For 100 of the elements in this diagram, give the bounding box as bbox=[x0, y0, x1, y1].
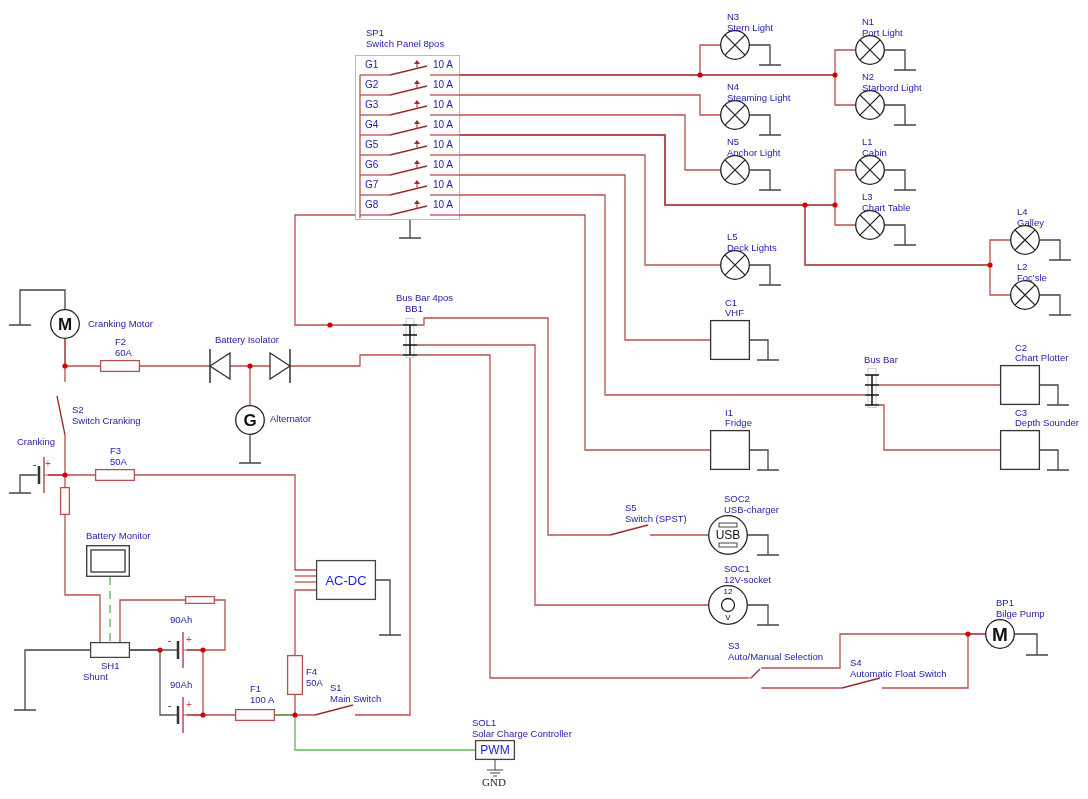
component-label: Cranking bbox=[17, 437, 56, 447]
wire bbox=[459, 74, 856, 106]
switch-label: G1 bbox=[365, 60, 379, 70]
wire bbox=[274, 714, 476, 751]
symbol-text: M bbox=[992, 624, 1008, 644]
component-label: Switch (SPST) bbox=[625, 514, 687, 524]
symbol-text: V bbox=[725, 614, 731, 622]
ground-label: GND bbox=[482, 777, 506, 787]
component-label: 60A bbox=[115, 348, 132, 358]
wire bbox=[186, 714, 236, 716]
component-label: 90Ah bbox=[170, 680, 193, 690]
component-label: Battery Isolator bbox=[215, 335, 279, 345]
component-label: F3 bbox=[110, 446, 122, 456]
component-label: L5 bbox=[727, 232, 738, 242]
component-label: Deck Lights bbox=[727, 243, 777, 253]
component-label: Switch Cranking bbox=[72, 416, 141, 426]
polarity-sign: - bbox=[33, 460, 37, 470]
wire bbox=[249, 382, 251, 406]
wire bbox=[649, 534, 709, 536]
wire bbox=[416, 317, 611, 536]
component-label: Main Switch bbox=[330, 694, 382, 704]
wire bbox=[119, 599, 186, 643]
component-label: Anchor Light bbox=[727, 148, 781, 158]
component-label: BB1 bbox=[405, 304, 423, 314]
component-label: Stern Light bbox=[727, 23, 773, 33]
switch-label: 10 A bbox=[433, 80, 454, 90]
symbol-text: G bbox=[243, 411, 257, 429]
component-label: SOC2 bbox=[724, 494, 750, 504]
component-label: SP1 bbox=[366, 28, 384, 38]
switch-label: 10 A bbox=[433, 200, 454, 210]
component-label: L4 bbox=[1017, 207, 1028, 217]
wire bbox=[881, 633, 986, 689]
component-label: 90Ah bbox=[170, 615, 193, 625]
switch-label: G4 bbox=[365, 120, 379, 130]
component-label: USB-charger bbox=[724, 505, 779, 515]
wire bbox=[459, 134, 1011, 296]
wire bbox=[878, 384, 1001, 386]
component-label: F2 bbox=[115, 337, 127, 347]
component-label: L2 bbox=[1017, 262, 1028, 272]
symbol-text: USB bbox=[715, 529, 741, 541]
component-label: Solar Charge Controller bbox=[472, 729, 572, 739]
switch-label: G7 bbox=[365, 180, 379, 190]
component-label: Switch Panel 8pos bbox=[366, 39, 445, 49]
component-label: 50A bbox=[306, 678, 323, 688]
component-label: C1 bbox=[725, 298, 738, 308]
switch-label: 10 A bbox=[433, 120, 454, 130]
component-label: Depth Sounder bbox=[1015, 418, 1079, 428]
component-label: S3 bbox=[728, 641, 740, 651]
switch-label: G8 bbox=[365, 200, 379, 210]
component-label: Foc'sle bbox=[1017, 273, 1047, 283]
switch-label: 10 A bbox=[433, 60, 454, 70]
wire bbox=[878, 404, 1001, 451]
component-label: S5 bbox=[625, 503, 637, 513]
component-label: Starbord Light bbox=[862, 83, 922, 93]
polarity-sign: - bbox=[168, 636, 172, 646]
component-label: BP1 bbox=[996, 598, 1014, 608]
component-label: N4 bbox=[727, 82, 740, 92]
polarity-sign: + bbox=[45, 459, 51, 469]
wire bbox=[761, 687, 843, 689]
wire bbox=[459, 114, 721, 171]
polarity-sign: + bbox=[186, 700, 192, 710]
component-label: N1 bbox=[862, 17, 875, 27]
wire bbox=[459, 194, 866, 396]
switch-label: 10 A bbox=[433, 160, 454, 170]
switch-label: G6 bbox=[365, 160, 379, 170]
component-label: L3 bbox=[862, 192, 873, 202]
component-label: Chart Plotter bbox=[1015, 353, 1069, 363]
wire bbox=[416, 354, 749, 679]
component-label: F1 bbox=[250, 684, 262, 694]
component-label: N5 bbox=[727, 137, 740, 147]
component-label: Fridge bbox=[725, 418, 752, 428]
component-label: S2 bbox=[72, 405, 84, 415]
component-label: Cranking Motor bbox=[88, 319, 153, 329]
component-label: N3 bbox=[727, 12, 740, 22]
component-label: 100 A bbox=[250, 695, 275, 705]
switch-label: G5 bbox=[365, 140, 379, 150]
wire bbox=[459, 94, 721, 116]
wire bbox=[64, 514, 101, 643]
wire bbox=[129, 649, 176, 716]
component-label: 50A bbox=[110, 457, 127, 467]
component-label: Galley bbox=[1017, 218, 1044, 228]
component-label: SOL1 bbox=[472, 718, 497, 728]
wire bbox=[416, 344, 709, 606]
component-label: Steaming Light bbox=[727, 93, 791, 103]
component-label: S1 bbox=[330, 683, 342, 693]
component-label: SH1 bbox=[101, 661, 120, 671]
component-label: N2 bbox=[862, 72, 875, 82]
switch-label: 10 A bbox=[433, 180, 454, 190]
wire bbox=[294, 354, 404, 367]
wire bbox=[109, 576, 111, 643]
wire bbox=[294, 589, 317, 656]
component-label: VHF bbox=[725, 308, 744, 318]
component-label: Battery Monitor bbox=[86, 531, 151, 541]
component-label: F4 bbox=[306, 667, 318, 677]
symbol-text: M bbox=[57, 315, 73, 333]
wire bbox=[134, 474, 317, 571]
switch-label: G2 bbox=[365, 80, 379, 90]
component-label: Bilge Pump bbox=[996, 609, 1045, 619]
component-label: Automatic Float Switch bbox=[850, 669, 947, 679]
wire bbox=[64, 338, 66, 383]
